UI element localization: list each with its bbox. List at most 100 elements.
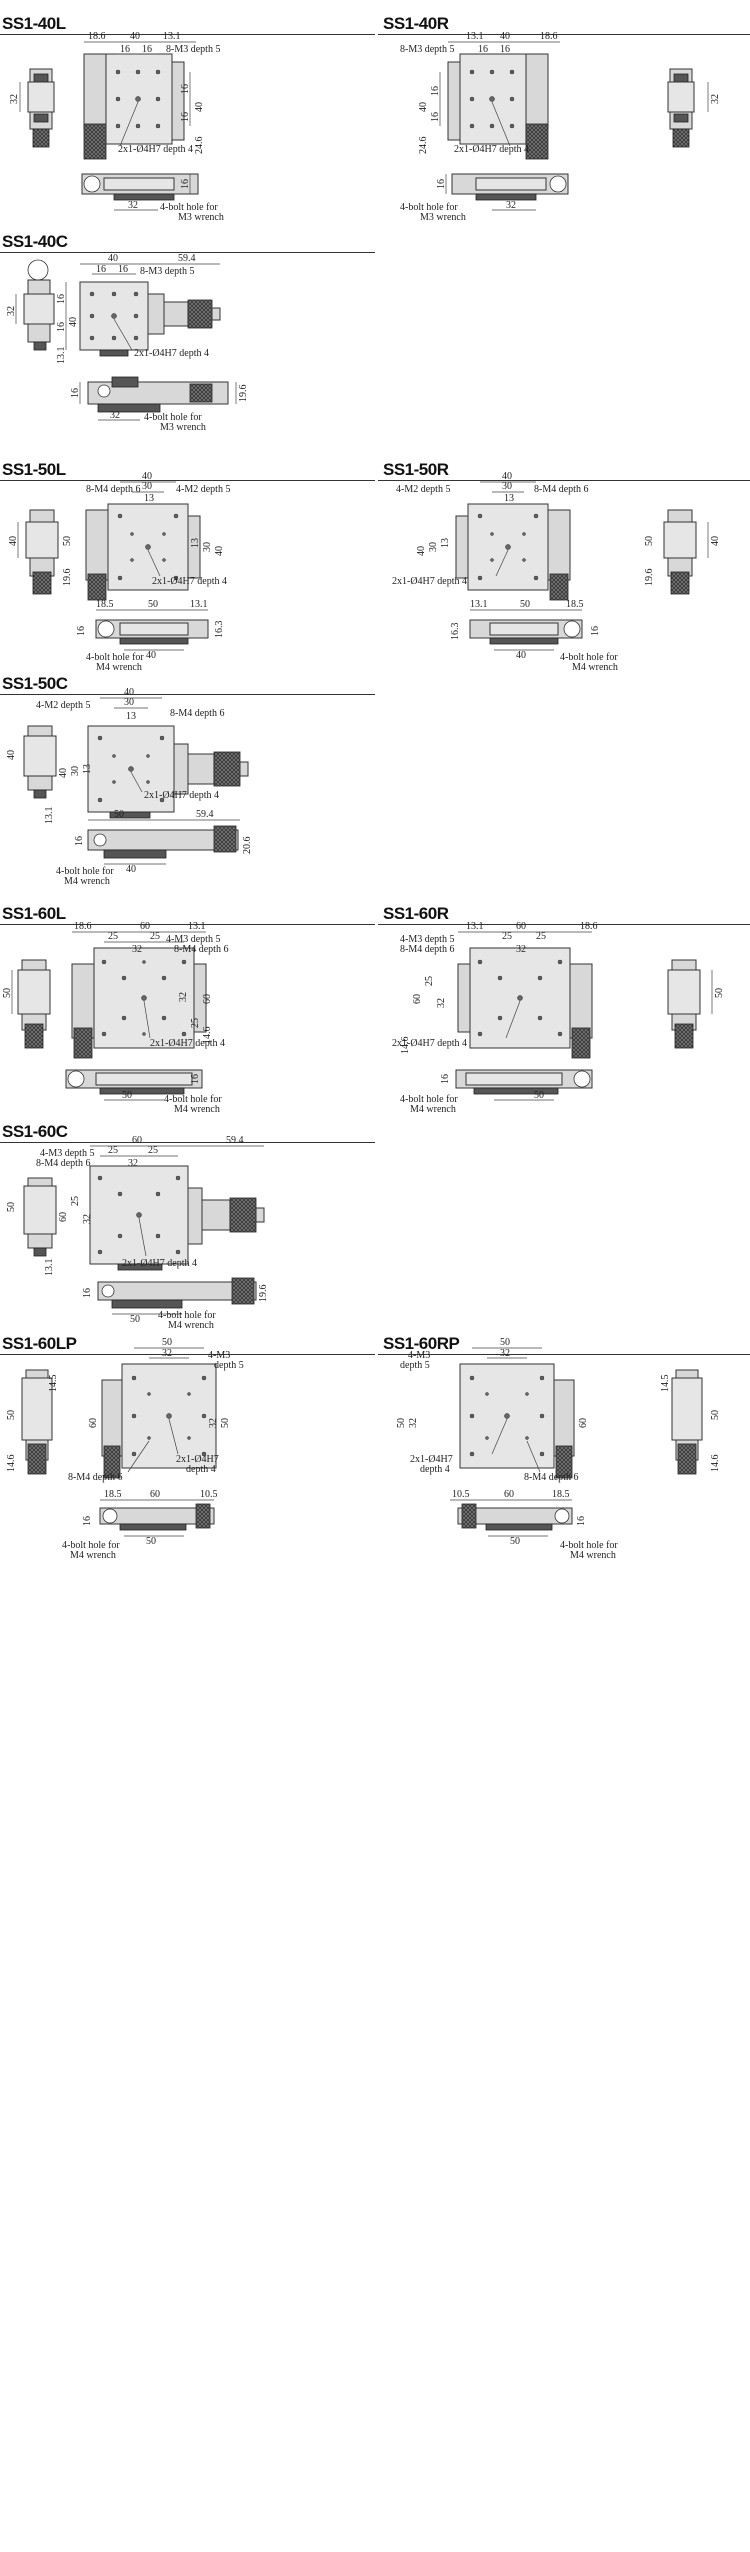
dim-label: 16 (430, 86, 441, 96)
top-view: 40 30 13 4-M2 depth 5 8-M4 depth 6 40 30… (36, 687, 249, 824)
dim-label: 25 (424, 976, 435, 986)
dim-label: 25 (502, 931, 512, 942)
section-ss1-50c: SS1-50C 40 40 30 13 4-M2 depth 5 (0, 674, 750, 894)
note-pin: 2x1-Ø4H7 depth 4 (152, 576, 227, 587)
dim-label: 14.6 (202, 1027, 213, 1045)
dim-label: 19.6 (238, 385, 249, 403)
dim-label: 60 (58, 1212, 69, 1222)
section-title: SS1-40R (383, 14, 449, 33)
note-bolt2: M4 wrench (96, 662, 142, 673)
front-view: 16 19.6 32 4-bolt hole for M3 wrench (70, 376, 249, 433)
section-title: SS1-60LP (2, 1334, 77, 1353)
note-bolt1: 4-bolt hole for (400, 1094, 458, 1105)
dim-label: 50 (500, 1337, 510, 1348)
note-holes2: 8-M4 depth 6 (400, 944, 454, 955)
title-underline (0, 1354, 375, 1355)
dim-label: 60 (578, 1418, 589, 1428)
note-bolt1: 4-bolt hole for (164, 1094, 222, 1105)
note-holes: 4-M3 depth 5 (40, 1148, 94, 1159)
note-holes: 4-M3 depth 5 (400, 934, 454, 945)
dim-label: 16 (500, 44, 510, 55)
note-bolt2: M4 wrench (64, 876, 110, 887)
dim-label: 50 (2, 988, 13, 998)
dim-label: 32 (128, 1158, 138, 1169)
top-view: 13.1 40 18.6 8-M3 depth 5 16 16 16 40 16… (400, 31, 560, 160)
dim-label: 18.6 (580, 921, 598, 932)
dim-label: 50 (114, 809, 124, 820)
section-ss1-50l: SS1-50L 40 50 19.6 40 30 13 8-M4 (0, 460, 750, 680)
note-holes2: 8-M4 depth 6 (36, 1158, 90, 1169)
note-holes: 8-M3 depth 5 (400, 44, 454, 55)
dim-label: 50 (510, 1536, 520, 1547)
dim-label: 40 (416, 546, 427, 556)
dim-label: 16 (82, 1288, 93, 1298)
dim-label: 32 (516, 944, 526, 955)
dim-label: 50 (62, 536, 73, 546)
front-view: 16 50 4-bolt hole for M4 wrench (65, 1069, 222, 1115)
side-view: 50 (6, 1177, 57, 1257)
dim-label: 16 (70, 388, 81, 398)
dim-label: 50 (6, 1202, 17, 1212)
dim-label: 18.5 (104, 1489, 122, 1500)
note-pin: 2x1-Ø4H7 depth 4 (122, 1258, 197, 1269)
dim-label: 32 (710, 94, 721, 104)
dim-label: 13.1 (470, 599, 488, 610)
note-bolt2: M4 wrench (168, 1320, 214, 1331)
note-bolt1: 4-bolt hole for (560, 652, 618, 663)
note-pin: 2x1-Ø4H7 depth 4 (392, 576, 467, 587)
dim-label: 18.5 (566, 599, 584, 610)
top-view: 50 32 4-M3 depth 5 50 32 60 2x1-Ø4H7 dep… (396, 1337, 589, 1483)
drawing-ss1-60c: 50 60 59.4 25 25 32 4-M3 depth 5 8-M4 de… (6, 1135, 269, 1331)
dim-label: 13 (504, 493, 514, 504)
note-holes: 8-M4 depth 6 (170, 708, 224, 719)
dim-label: 59.4 (226, 1135, 244, 1146)
note-bolt2: M3 wrench (160, 422, 206, 433)
dim-label: 32 (506, 200, 516, 211)
note-holes2: 8-M4 depth 6 (174, 944, 228, 955)
top-view: 18.6 60 13.1 25 25 32 4-M3 depth 5 8-M4 … (71, 921, 228, 1059)
dim-label: 16 (440, 1074, 451, 1084)
front-view: 16 50 4-bolt hole for M4 wrench (400, 1069, 593, 1115)
dim-label: 40 (418, 102, 429, 112)
dim-label: 60 (516, 921, 526, 932)
front-view: 18.5 50 13.1 16 16.3 40 4-bolt hole for … (76, 599, 225, 673)
dim-label: 24.6 (194, 137, 205, 155)
drawing-ss1-60lp: 14.5 50 14.6 50 32 4-M3 depth 5 60 50 32… (6, 1337, 244, 1561)
dim-label: 13.1 (44, 1259, 55, 1277)
dim-label: 50 (520, 599, 530, 610)
front-view: 50 59.4 16 20.6 40 4-bolt hole for M4 wr… (56, 809, 253, 887)
note-pin: 2x1-Ø4H7 depth 4 (392, 1038, 467, 1049)
dim-label: 13 (82, 764, 93, 774)
title-underline (0, 924, 375, 925)
note-bolt1: 4-bolt hole for (56, 866, 114, 877)
dim-label: 30 (502, 481, 512, 492)
dim-label: 25 (148, 1145, 158, 1156)
top-view: 18.6 40 13.1 16 16 8-M3 depth 5 16 40 16… (83, 31, 220, 160)
top-view: 40 59.4 16 16 8-M3 depth 5 16 40 16 13.1… (56, 253, 221, 364)
dim-label: 16 (590, 626, 601, 636)
dim-label: 40 (6, 750, 17, 760)
note-holes: 4-M3 depth 5 (166, 934, 220, 945)
dim-label: 14.5 (48, 1375, 59, 1393)
dim-label: 32 (500, 1348, 510, 1359)
dim-label: 14.6 (6, 1455, 17, 1473)
section-title: SS1-50L (2, 460, 66, 479)
note-holes: 8-M3 depth 5 (140, 266, 194, 277)
dim-label: 14.5 (660, 1375, 671, 1393)
dim-label: 40 (124, 687, 134, 698)
note-bolt1: 4-bolt hole for (560, 1540, 618, 1551)
note-holes: 8-M3 depth 5 (166, 44, 220, 55)
dim-label: 50 (714, 988, 725, 998)
note-bolt2: M4 wrench (70, 1550, 116, 1561)
front-view: 13.1 50 18.5 16.3 16 40 4-bolt hole for … (450, 599, 618, 673)
dim-label: 40 (108, 253, 118, 264)
dim-label: 30 (202, 542, 213, 552)
dim-label: 40 (68, 317, 79, 327)
top-view: 40 30 13 8-M4 depth 6 4-M2 depth 5 13 30… (85, 471, 230, 601)
dim-label: 16.3 (214, 621, 225, 639)
note-holesB: depth 5 (214, 1360, 244, 1371)
side-view: 50 (2, 959, 51, 1049)
dim-label: 59.4 (196, 809, 214, 820)
dim-label: 40 (502, 471, 512, 482)
section-ss1-60l: SS1-60L 50 18.6 60 13.1 25 25 (0, 904, 750, 1124)
